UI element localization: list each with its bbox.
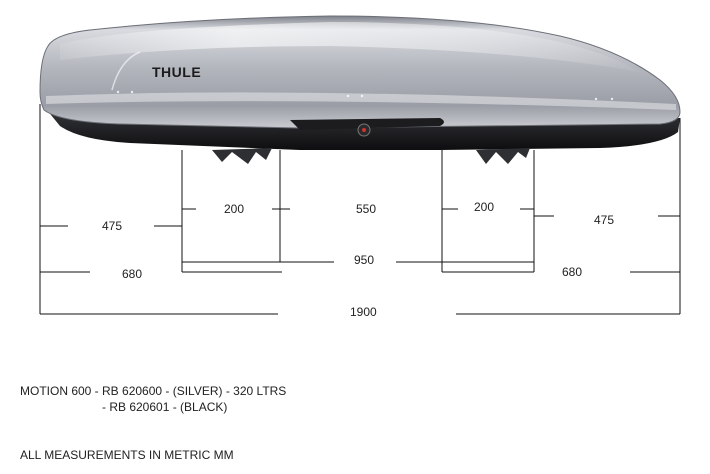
dim-left-to-outer: 680 xyxy=(122,267,142,281)
box-lip xyxy=(46,92,676,110)
box-crease xyxy=(111,51,141,91)
mounting-feet xyxy=(212,148,530,164)
model-line-2: - RB 620601 - (BLACK) xyxy=(102,400,228,414)
dim-left-foot-width: 200 xyxy=(224,202,244,216)
model-line-1: MOTION 600 - RB 620600 - (SILVER) - 320 … xyxy=(20,384,287,398)
dim-left-overhang: 475 xyxy=(102,219,122,233)
dim-feet-outer-span: 950 xyxy=(354,253,374,267)
box-rivets xyxy=(116,90,614,101)
box-handle xyxy=(290,118,444,130)
dimension-labels: 200 550 200 475 475 950 680 680 1900 xyxy=(102,200,614,319)
box-highlight xyxy=(60,22,640,72)
dim-between-feet: 550 xyxy=(356,202,376,216)
roof-box-illustration: THULE xyxy=(39,15,681,164)
dim-right-to-outer: 680 xyxy=(562,265,582,279)
dimension-lines xyxy=(39,104,681,315)
brand-logo: THULE xyxy=(152,64,201,80)
measurement-note: ALL MEASUREMENTS IN METRIC MM xyxy=(20,448,234,462)
dim-right-foot-width: 200 xyxy=(474,200,494,214)
dim-right-overhang: 475 xyxy=(594,213,614,227)
dim-total-length: 1900 xyxy=(350,305,377,319)
